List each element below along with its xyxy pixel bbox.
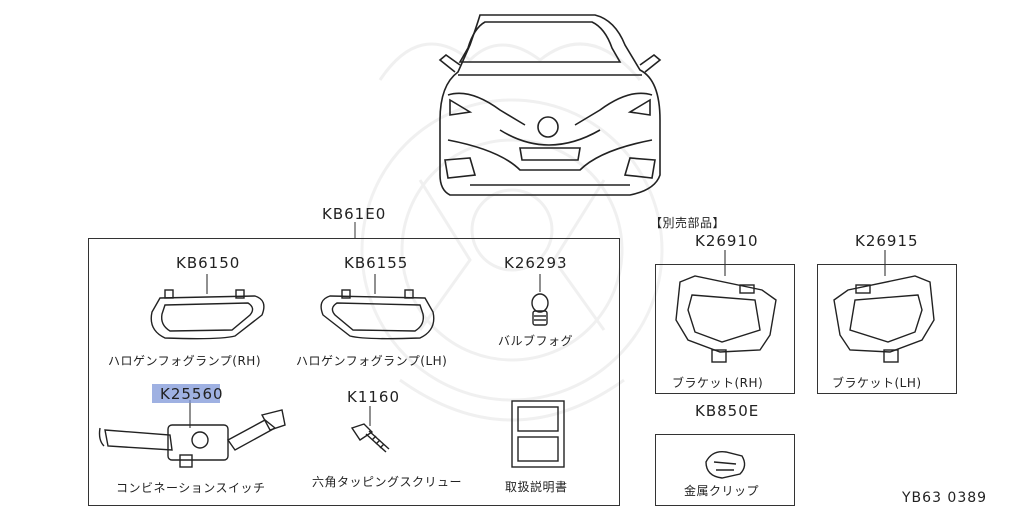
bracket-lh-box [817, 264, 957, 394]
part-name-kb6150: ハロゲンフォグランプ(RH) [108, 354, 262, 368]
part-name-k1160: 六角タッピングスクリュー [312, 475, 463, 489]
metal-clip-box [655, 434, 795, 506]
bracket-rh-drawing [675, 250, 777, 363]
part-name-k25560: コンビネーションスイッチ [116, 481, 266, 495]
part-code-k26915[interactable]: K26915 [855, 232, 919, 250]
part-name-k26915: ブラケット(LH) [832, 376, 922, 390]
part-code-highlight [152, 384, 220, 403]
bracket-lh-drawing [833, 250, 935, 363]
figure-id: YB63 0389 [902, 490, 988, 506]
part-code-k26910[interactable]: K26910 [695, 232, 759, 250]
bulb-fog-drawing [531, 274, 549, 326]
part-name-manual: 取扱説明書 [505, 480, 568, 494]
hex-screw-drawing [350, 406, 390, 453]
part-name-k26293: バルブフォグ [498, 334, 574, 348]
fog-lamp-lh-drawing [320, 274, 435, 340]
assembly-code[interactable]: KB61E0 [322, 205, 387, 223]
part-name-kb850e: 金属クリップ [684, 484, 760, 498]
car-front-drawing [438, 14, 662, 196]
fog-lamp-rh-drawing [150, 274, 265, 340]
combination-switch-drawing [98, 400, 286, 468]
part-code-kb6150[interactable]: KB6150 [176, 254, 241, 272]
bracket-rh-box [655, 264, 795, 394]
manual-drawing [511, 400, 565, 468]
part-code-k25560[interactable]: K25560 [160, 385, 224, 403]
part-name-kb6155: ハロゲンフォグランプ(LH) [296, 354, 448, 368]
sold-separately-label: 【別売部品】 [650, 216, 726, 230]
metal-clip-drawing [705, 451, 746, 479]
part-name-k26910: ブラケット(RH) [672, 376, 764, 390]
part-code-kb6155[interactable]: KB6155 [344, 254, 409, 272]
part-code-k1160[interactable]: K1160 [347, 388, 401, 406]
assembly-box [88, 238, 620, 506]
part-code-kb850e[interactable]: KB850E [695, 402, 760, 420]
part-code-k26293[interactable]: K26293 [504, 254, 568, 272]
